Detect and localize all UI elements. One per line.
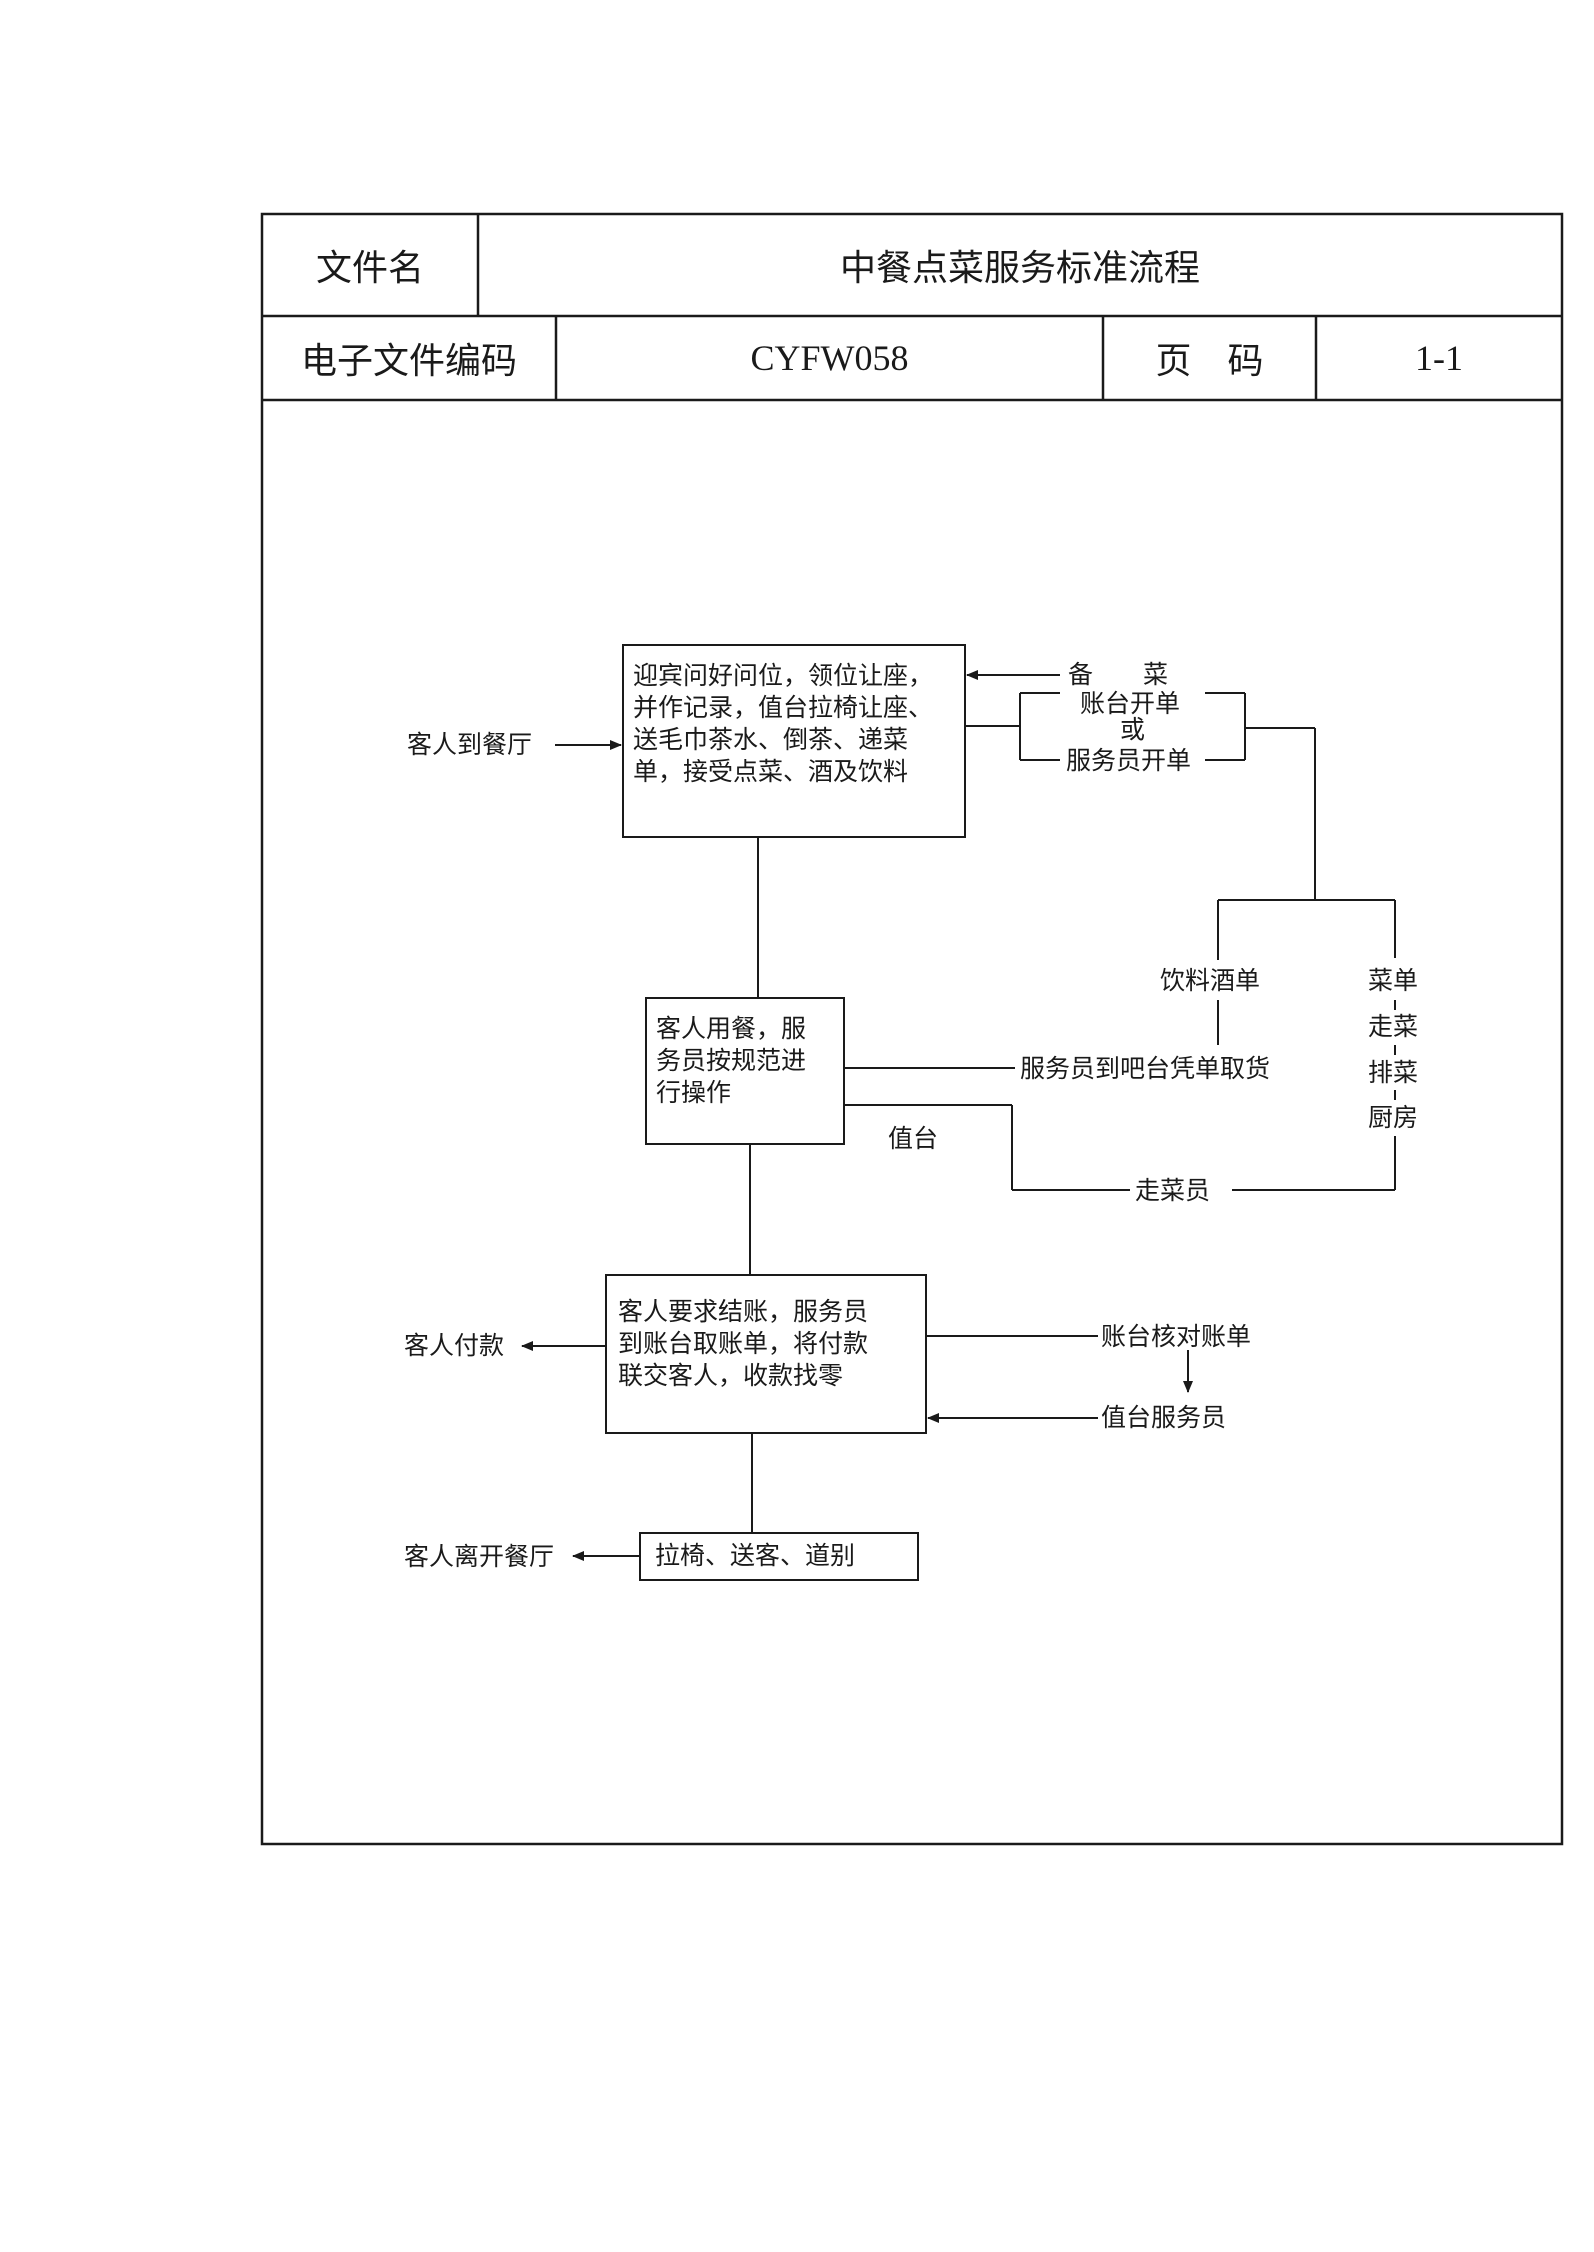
dish-order-menu: 菜单	[1368, 966, 1419, 995]
document-title: 中餐点菜服务标准流程	[839, 248, 1200, 289]
drinks-order-label: 饮料酒单	[1160, 966, 1261, 995]
file-code-value: CYFW058	[750, 338, 909, 378]
cashier-order-label: 账台开单	[1080, 689, 1181, 718]
runner-label: 走菜员	[1135, 1176, 1211, 1205]
or-label: 或	[1120, 715, 1146, 744]
guest-pays-label: 客人付款	[404, 1331, 505, 1360]
step2-text: 客人用餐，服 务员按规范进 行操作	[656, 1014, 807, 1107]
cashier-check-label: 账台核对账单	[1101, 1322, 1252, 1351]
file-name-label: 文件名	[315, 248, 424, 289]
prepare-dish-label: 备 菜	[1068, 660, 1169, 689]
step4-text: 拉椅、送客、道别	[655, 1541, 856, 1570]
step2-box	[645, 997, 845, 1145]
waiter-order-label: 服务员开单	[1066, 746, 1192, 775]
step1-text: 迎宾问好问位，领位让座， 并作记录，值台拉椅让座、 送毛巾茶水、倒茶、递菜 单，…	[633, 661, 934, 786]
step3-text: 客人要求结账，服务员 到账台取账单，将付款 联交客人，收款找零	[618, 1297, 869, 1390]
station-label: 值台	[888, 1124, 939, 1153]
step3-box	[605, 1274, 927, 1434]
dish-order-kitchen: 厨房	[1368, 1103, 1419, 1132]
dish-order-arrange: 排菜	[1368, 1058, 1419, 1087]
dish-order-serve: 走菜	[1368, 1012, 1419, 1041]
page-number: 1-1	[1415, 338, 1463, 378]
file-code-label: 电子文件编码	[300, 341, 517, 382]
page-label: 页 码	[1155, 341, 1264, 382]
step1-box	[622, 644, 966, 838]
guest-leaves-label: 客人离开餐厅	[404, 1542, 555, 1571]
bar-pickup-label: 服务员到吧台凭单取货	[1020, 1054, 1271, 1083]
guest-arrives-label: 客人到餐厅	[407, 730, 533, 759]
station-waiter-label: 值台服务员	[1101, 1403, 1227, 1432]
